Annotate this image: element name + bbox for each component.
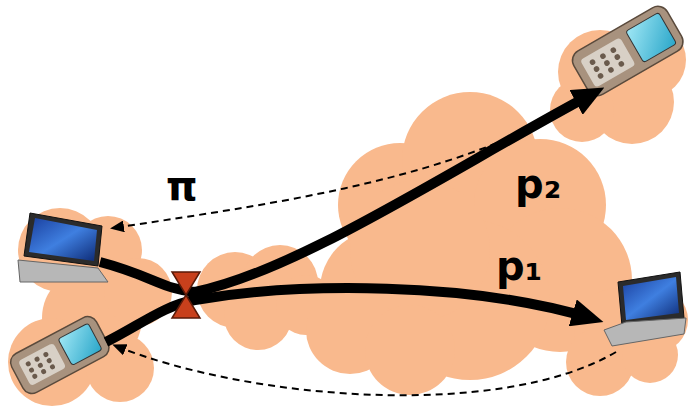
flow-arrow: [106, 288, 590, 342]
path-label: p₁: [496, 246, 542, 286]
laptop-icon: [18, 213, 108, 282]
feedback-arrow: [114, 92, 592, 228]
path-label: p₂: [515, 164, 561, 204]
flow-arrow: [100, 94, 592, 292]
path-label: π: [166, 166, 198, 206]
feedback-arrow: [116, 346, 616, 395]
phone-icon: [7, 313, 112, 397]
laptop-icon: [604, 272, 686, 346]
phone-icon: [568, 2, 687, 99]
bottleneck-symbol: [172, 272, 200, 318]
